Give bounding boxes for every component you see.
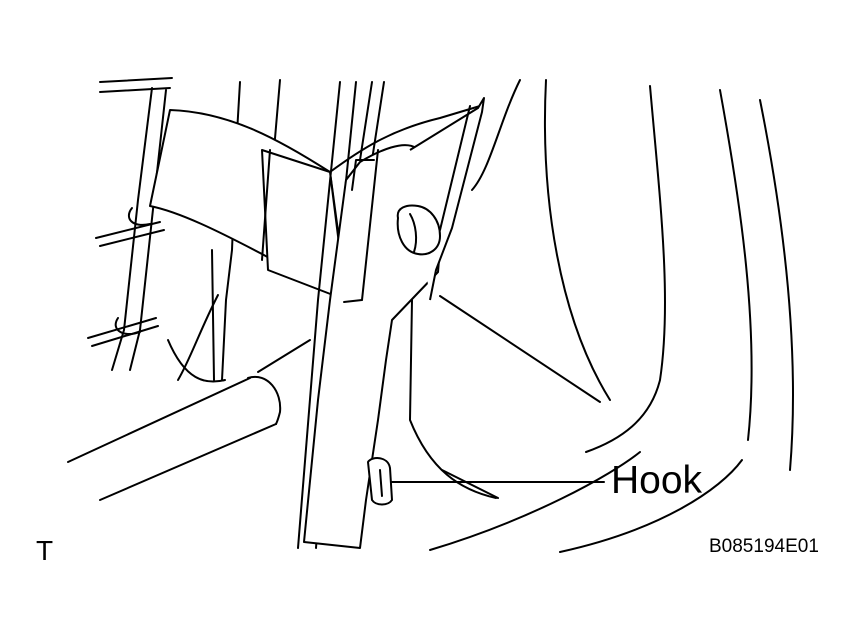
figure-code-label: B085194E01 (709, 536, 819, 557)
hook-bracket (303, 97, 485, 549)
cross-tube (67, 339, 311, 501)
seat-cushion (409, 79, 795, 553)
hook-callout-label: Hook (611, 459, 703, 502)
seat-belt-strap (149, 105, 481, 301)
view-letter-label: T (36, 535, 54, 566)
